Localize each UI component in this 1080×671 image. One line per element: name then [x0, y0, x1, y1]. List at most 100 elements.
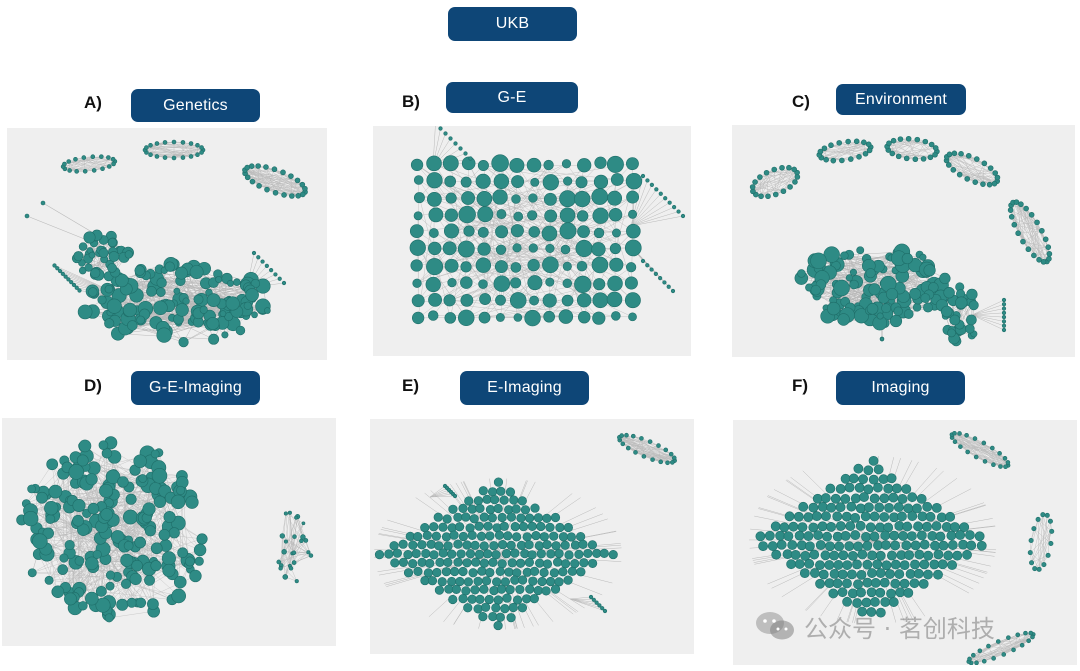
network-node — [136, 315, 146, 325]
network-node — [294, 579, 299, 584]
network-node — [428, 228, 439, 238]
network-node — [829, 568, 840, 579]
network-node — [374, 550, 385, 560]
network-edge — [517, 182, 551, 231]
network-node — [85, 473, 98, 486]
network-node — [866, 303, 879, 315]
node-layer — [16, 436, 314, 623]
network-edge — [946, 156, 995, 184]
network-node — [458, 594, 468, 604]
network-edge — [959, 172, 996, 175]
network-node — [492, 577, 502, 587]
network-node — [1001, 306, 1007, 311]
network-node — [671, 455, 677, 461]
network-edge — [976, 158, 996, 174]
network-edge — [244, 169, 305, 189]
network-node — [958, 539, 968, 550]
network-node — [468, 156, 473, 161]
network-edge — [283, 517, 297, 552]
network-node — [428, 292, 442, 307]
network-edge — [630, 202, 670, 227]
network-node — [828, 588, 839, 599]
network-node — [794, 559, 805, 569]
network-node — [919, 559, 930, 570]
node-layer — [409, 126, 686, 327]
network-node — [974, 531, 985, 542]
network-node — [516, 513, 526, 523]
network-node — [135, 597, 147, 608]
network-edge — [760, 176, 798, 197]
network-edge — [75, 156, 102, 160]
network-node — [543, 192, 557, 206]
network-edge — [282, 535, 286, 577]
network-node — [757, 174, 763, 180]
network-node — [916, 530, 927, 541]
network-node — [838, 550, 849, 561]
panel-label-environment: Environment — [836, 84, 966, 115]
network-node — [981, 440, 987, 446]
network-node — [441, 567, 452, 577]
network-node — [794, 530, 805, 541]
network-node — [511, 504, 521, 514]
network-edge — [752, 169, 795, 192]
network-edge — [1012, 202, 1050, 254]
network-node — [658, 459, 664, 465]
network-node — [150, 542, 163, 555]
network-node — [208, 333, 220, 345]
network-node — [438, 548, 448, 558]
network-edge — [820, 151, 842, 161]
network-node — [539, 532, 549, 542]
network-node — [511, 194, 521, 204]
network-node — [855, 520, 866, 531]
network-node — [83, 231, 96, 244]
network-edge — [760, 172, 798, 197]
network-node — [1045, 552, 1051, 558]
network-node — [264, 263, 269, 268]
network-node — [897, 136, 904, 142]
network-edge — [755, 169, 775, 195]
network-node — [935, 531, 946, 542]
network-node — [962, 549, 972, 560]
network-node — [443, 541, 453, 551]
network-node — [505, 585, 515, 595]
network-node — [591, 242, 606, 257]
network-edge — [1031, 514, 1044, 563]
network-edge — [82, 460, 200, 562]
network-node — [897, 511, 907, 522]
network-edge — [418, 282, 467, 319]
network-edge — [1017, 204, 1022, 234]
network-node — [158, 529, 171, 541]
network-node — [588, 558, 598, 569]
network-edge — [567, 198, 617, 265]
network-node — [148, 152, 153, 158]
network-node — [943, 550, 954, 561]
network-node — [555, 522, 565, 533]
network-node — [912, 303, 922, 312]
network-node — [384, 549, 394, 559]
network-node — [45, 514, 56, 524]
network-edge — [69, 161, 115, 171]
network-node — [1048, 540, 1054, 546]
network-node — [639, 436, 644, 441]
network-edge — [830, 145, 870, 151]
network-edge — [976, 633, 1026, 663]
network-edge — [433, 164, 549, 316]
network-edge — [619, 437, 651, 442]
network-edge — [1011, 216, 1042, 231]
network-node — [27, 484, 36, 494]
network-node — [489, 585, 499, 596]
network-edge — [954, 441, 1008, 463]
network-node — [966, 540, 977, 551]
network-node — [115, 273, 129, 288]
network-node — [530, 503, 540, 513]
network-node — [233, 278, 241, 286]
network-node — [82, 169, 88, 174]
network-node — [949, 314, 961, 326]
network-node — [553, 557, 563, 567]
network-node — [945, 511, 956, 522]
network-edge — [1038, 515, 1048, 570]
network-node — [423, 568, 433, 578]
network-node — [413, 566, 423, 577]
network-node — [90, 267, 101, 279]
network-node — [104, 613, 114, 623]
